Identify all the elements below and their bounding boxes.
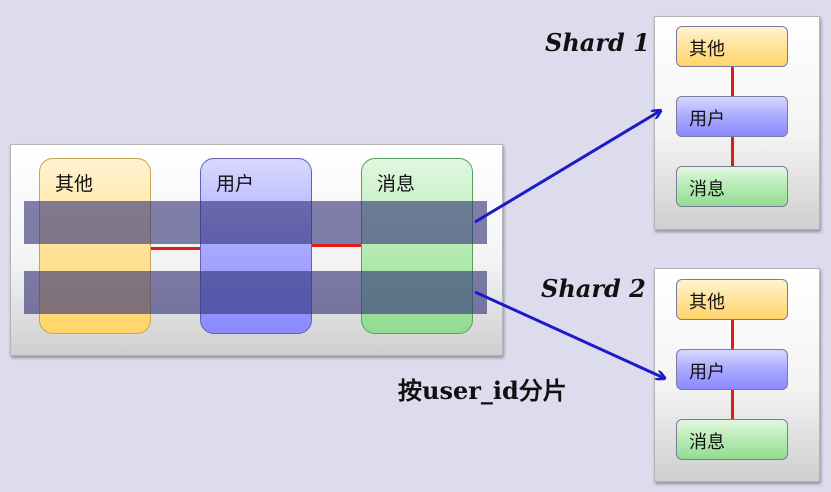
shard-1-table-message-label: 消息 [689,179,725,200]
shard-2-relation-line-2 [731,390,734,420]
shard-band-2 [24,271,487,314]
shard-2-table-message-label: 消息 [689,432,725,453]
source-table-user-label: 用户 [216,173,255,195]
shard-2-table-message: 消息 [676,419,788,460]
arrow-to-shard-2 [474,290,664,378]
sharding-caption: 按user_id分片 [398,376,567,405]
shard-1-title: Shard 1 [545,28,650,57]
relation-line-other-user [150,247,202,250]
arrow-to-shard-1 [474,111,660,224]
shard-1-table-other: 其他 [676,26,788,67]
shard-1-table-user-label: 用户 [689,109,725,130]
shard-band-1 [24,201,487,244]
shard-1-table-user: 用户 [676,96,788,137]
shard-1-table-message: 消息 [676,166,788,207]
shard-2-table-other-label: 其他 [689,292,725,313]
shard-2-table-user-label: 用户 [689,362,725,383]
shard-1-relation-line-2 [731,137,734,167]
shard-2-relation-line-1 [731,320,734,349]
shard-2-table-other: 其他 [676,279,788,320]
relation-line-user-message [311,244,362,247]
source-table-message-label: 消息 [377,173,416,195]
shard-2-title: Shard 2 [541,274,646,303]
shard-1-relation-line-1 [731,67,734,96]
shard-2-table-user: 用户 [676,349,788,390]
source-table-other-label: 其他 [55,173,94,195]
shard-1-table-other-label: 其他 [689,39,725,60]
